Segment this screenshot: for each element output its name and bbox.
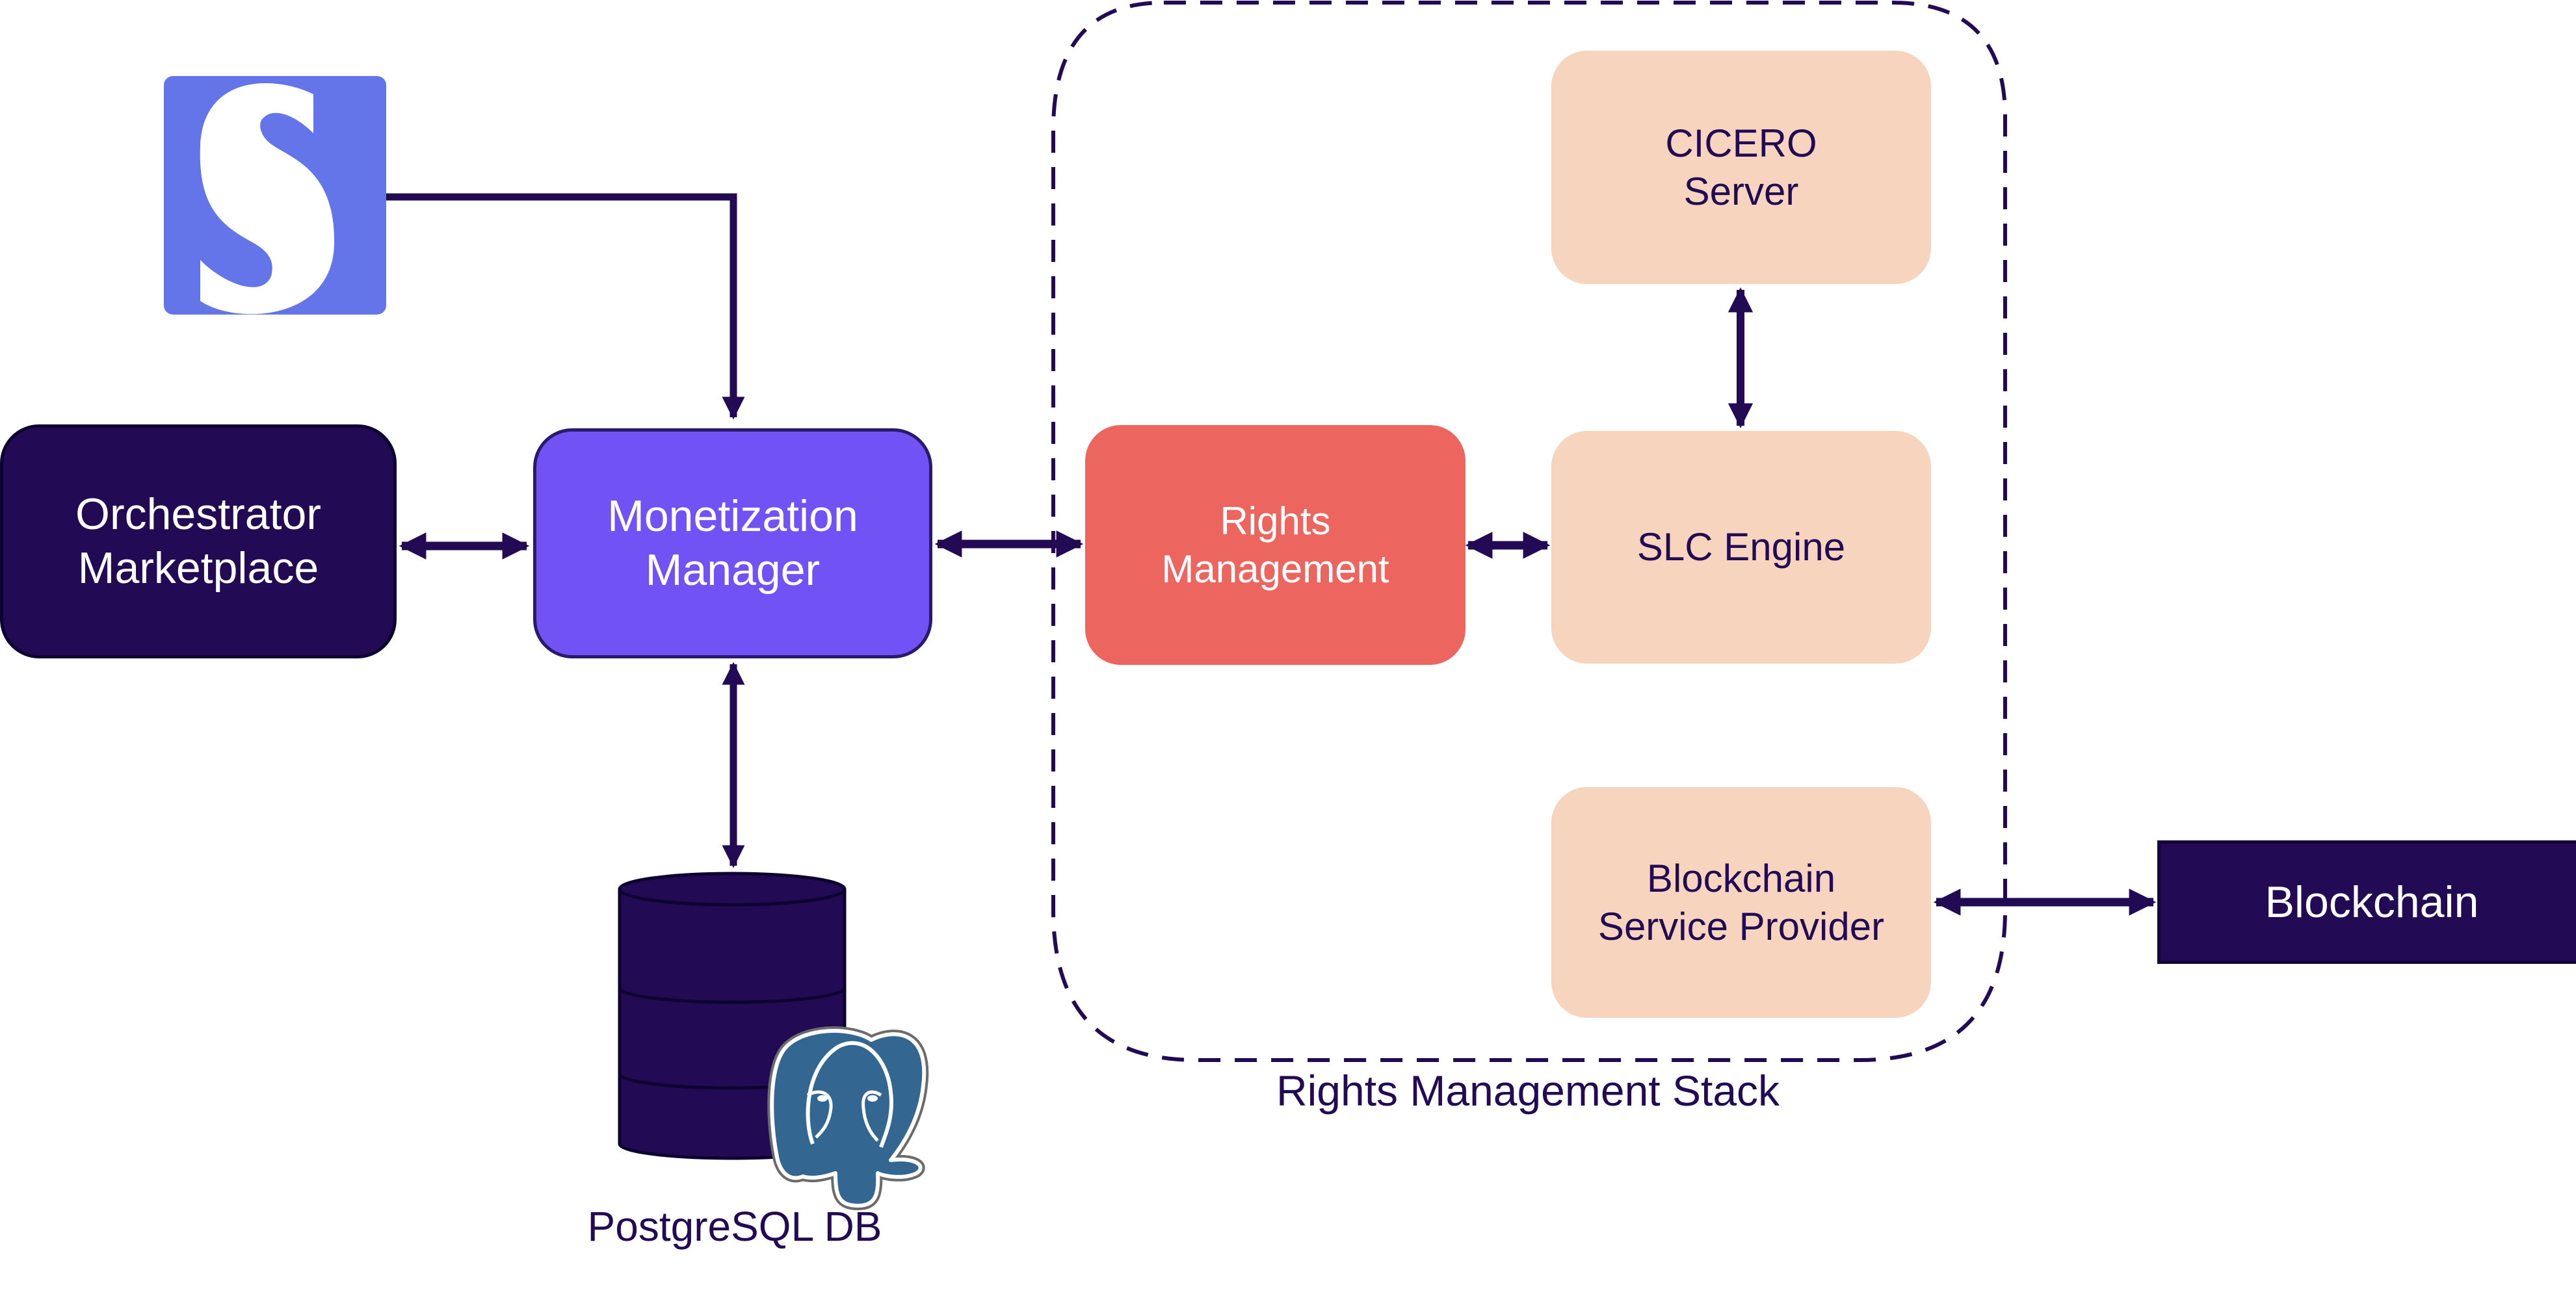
rights-management-stack-label: Rights Management Stack [1276, 1067, 1780, 1115]
orchestrator-marketplace-node[interactable]: Orchestrator Marketplace [0, 424, 397, 658]
slc-engine-node[interactable]: SLC Engine [1551, 431, 1931, 664]
node-label-line: CICERO [1665, 122, 1817, 166]
postgresql-elephant-icon [767, 1026, 929, 1210]
node-label-line: Orchestrator [75, 489, 321, 539]
monetization-manager-node[interactable]: Monetization Manager [533, 428, 932, 658]
rights-management-node[interactable]: Rights Management [1085, 425, 1465, 665]
postgresql-db-label: PostgreSQL DB [587, 1203, 882, 1250]
blockchain-node[interactable]: Blockchain [2157, 840, 2576, 964]
blockchain-service-provider-node[interactable]: Blockchain Service Provider [1551, 787, 1931, 1018]
node-label-line: Rights [1220, 499, 1331, 543]
node-label-line: SLC Engine [1636, 525, 1846, 569]
node-label-line: Service Provider [1597, 904, 1885, 948]
edge-logo-monetization [386, 193, 745, 420]
node-label-line: Marketplace [77, 543, 319, 593]
cicero-server-node[interactable]: CICERO Server [1551, 51, 1931, 284]
node-label-line: Manager [645, 545, 821, 595]
node-label-line: Server [1683, 169, 1799, 213]
rights-management-stack-container [1051, 1, 2007, 1062]
node-label-line: Monetization [607, 491, 858, 541]
node-label-line: Management [1161, 547, 1389, 591]
node-label-line: Blockchain [2265, 877, 2479, 927]
s-brand-logo-icon [164, 76, 386, 315]
node-label-line: Blockchain [1646, 857, 1836, 901]
